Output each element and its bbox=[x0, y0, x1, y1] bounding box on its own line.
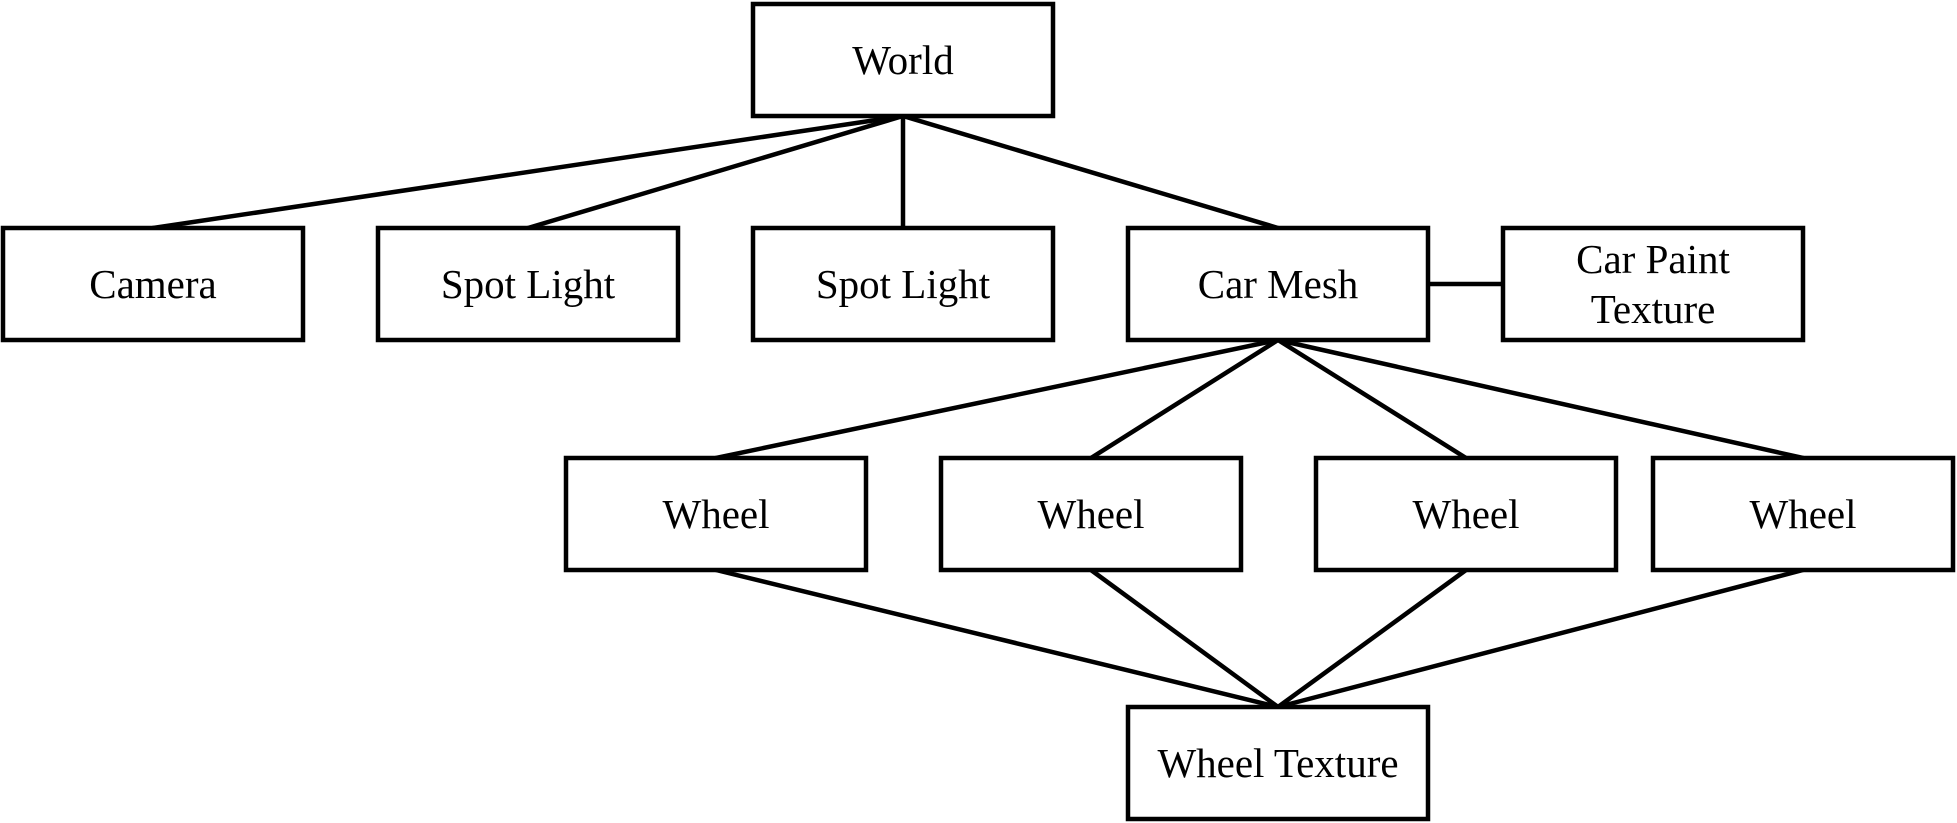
node-wheel-2: Wheel bbox=[938, 455, 1244, 573]
node-box bbox=[563, 455, 869, 573]
node-label: Wheel bbox=[1413, 491, 1520, 537]
edge-car-mesh-to-wheel-2 bbox=[1088, 337, 1281, 461]
node-label: Spot Light bbox=[816, 261, 991, 307]
edge-layer bbox=[150, 113, 1806, 710]
node-wheel-1: Wheel bbox=[563, 455, 869, 573]
edge-car-mesh-to-wheel-1 bbox=[713, 337, 1281, 461]
node-box bbox=[750, 1, 1056, 119]
node-car-mesh: Car Mesh bbox=[1125, 225, 1431, 343]
node-box bbox=[1125, 704, 1431, 822]
edge-wheel-3-to-wheel-texture bbox=[1275, 567, 1469, 710]
edge-wheel-1-to-wheel-texture bbox=[713, 567, 1281, 710]
node-label: World bbox=[852, 37, 953, 83]
node-label: Wheel bbox=[663, 491, 770, 537]
node-label: Wheel bbox=[1038, 491, 1145, 537]
node-spot-light-2: Spot Light bbox=[750, 225, 1056, 343]
node-box bbox=[1313, 455, 1619, 573]
node-box bbox=[750, 225, 1056, 343]
node-box bbox=[375, 225, 681, 343]
node-box bbox=[938, 455, 1244, 573]
node-box bbox=[1500, 225, 1806, 343]
node-label: Car Paint bbox=[1576, 236, 1730, 282]
node-label: Wheel bbox=[1750, 491, 1857, 537]
node-label: Car Mesh bbox=[1198, 261, 1359, 307]
node-wheel-texture: Wheel Texture bbox=[1125, 704, 1431, 822]
edge-wheel-2-to-wheel-texture bbox=[1088, 567, 1281, 710]
node-spot-light-1: Spot Light bbox=[375, 225, 681, 343]
node-label: Spot Light bbox=[441, 261, 616, 307]
edge-wheel-4-to-wheel-texture bbox=[1275, 567, 1806, 710]
edge-world-to-car-mesh bbox=[900, 113, 1281, 231]
node-world: World bbox=[750, 1, 1056, 119]
edge-world-to-spot-light-1 bbox=[525, 113, 906, 231]
node-label: Camera bbox=[89, 261, 216, 307]
node-wheel-3: Wheel bbox=[1313, 455, 1619, 573]
node-label: Wheel Texture bbox=[1157, 740, 1398, 786]
node-box bbox=[1650, 455, 1956, 573]
node-camera: Camera bbox=[0, 225, 306, 343]
node-box bbox=[0, 225, 306, 343]
edge-car-mesh-to-wheel-4 bbox=[1275, 337, 1806, 461]
node-box bbox=[1125, 225, 1431, 343]
node-wheel-4: Wheel bbox=[1650, 455, 1956, 573]
edge-world-to-camera bbox=[150, 113, 906, 231]
node-label: Texture bbox=[1591, 286, 1716, 332]
edge-car-mesh-to-wheel-3 bbox=[1275, 337, 1469, 461]
